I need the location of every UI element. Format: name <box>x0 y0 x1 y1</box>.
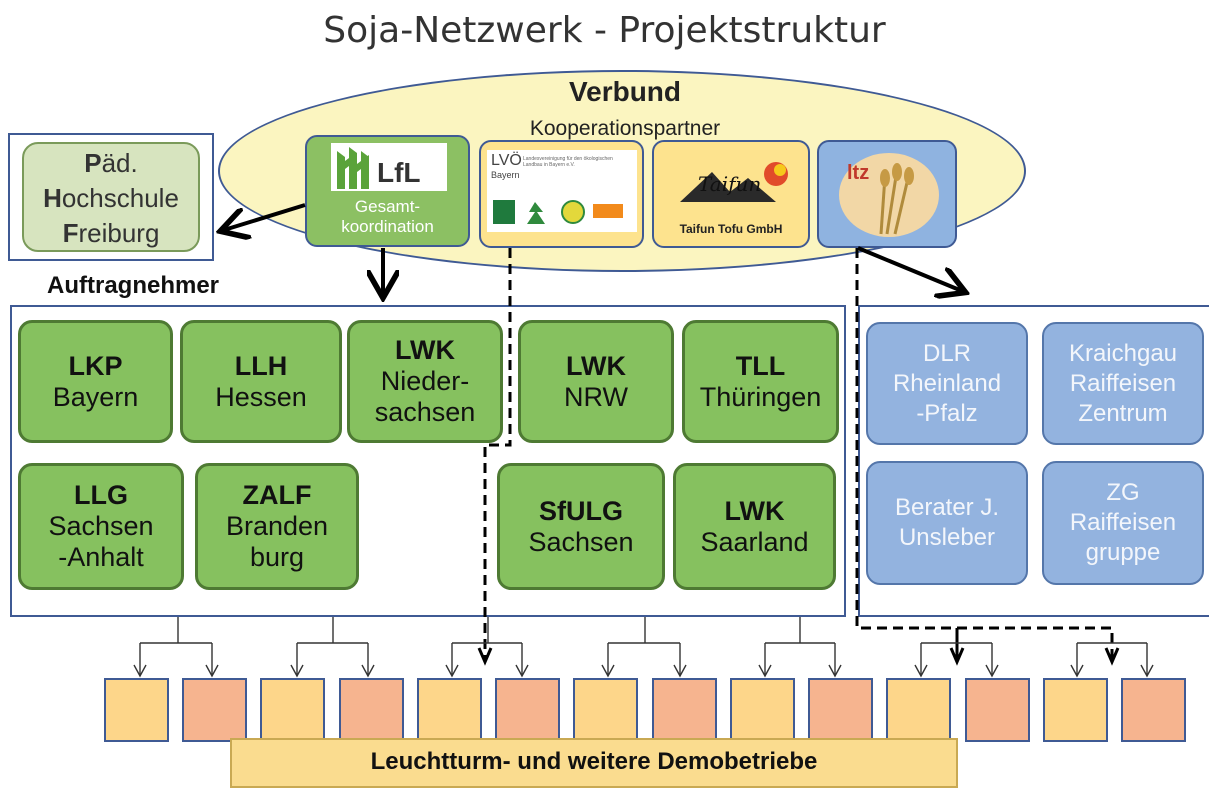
box-line: sachsen <box>374 397 476 427</box>
tree-connectors <box>133 617 1154 678</box>
demo-farm-box <box>808 678 873 742</box>
box-title: TLL <box>735 350 786 381</box>
box-title: ZALF <box>242 480 312 510</box>
box-kraichgau-raiffeisen: Kraichgau Raiffeisen Zentrum <box>1042 322 1204 445</box>
demo-farm-box <box>339 678 404 742</box>
lvo-partner-box: LVÖ Bayern Landesvereinigung für den öko… <box>479 140 644 248</box>
demo-farm-box <box>886 678 951 742</box>
lvo-small-text-1: Bayern <box>491 170 520 180</box>
box-line: Raiffeisen <box>1069 509 1177 536</box>
box-lwk-saarland: LWK Saarland <box>673 463 836 590</box>
lvo-member-logos <box>493 200 623 224</box>
demo-farm-box <box>182 678 247 742</box>
demo-farm-box <box>495 678 560 742</box>
ltz-logo-text: ltz <box>847 162 870 184</box>
paed-initial-1: P <box>84 148 102 178</box>
box-line: Berater J. <box>894 494 1000 521</box>
box-title: LLG <box>74 480 128 510</box>
box-line: Saarland <box>700 526 809 557</box>
box-llg-sachsen-anhalt: LLG Sachsen -Anhalt <box>18 463 184 590</box>
box-title: LWK <box>724 495 785 526</box>
box-zg-raiffeisen: ZG Raiffeisen gruppe <box>1042 461 1204 585</box>
taifun-caption: Taifun Tofu GmbH <box>679 222 783 236</box>
box-line: ZG <box>1106 479 1140 506</box>
box-sfulg-sachsen: SfULG Sachsen <box>497 463 665 590</box>
paed-initial-3: F <box>62 218 79 248</box>
lfl-partner-box: LfL Gesamt- koordination <box>305 135 470 247</box>
arrow-ltz-to-right-group <box>857 246 962 291</box>
dashed-line-ltz <box>855 248 1114 660</box>
taifun-logo-text: Taifun <box>698 172 762 196</box>
box-line: burg <box>249 542 305 572</box>
box-lkp-bayern: LKP Bayern <box>18 320 173 443</box>
demo-farm-box <box>417 678 482 742</box>
taifun-logo <box>680 162 788 202</box>
box-title: LWK <box>566 350 626 381</box>
demo-farm-box <box>730 678 795 742</box>
box-line: Rheinland <box>892 369 1002 397</box>
dashed-line-lvo <box>483 248 512 660</box>
paed-rest-2: ochschule <box>61 183 179 213</box>
paed-rest-3: reiburg <box>78 218 160 248</box>
auftragnehmer-label: Auftragnehmer <box>47 272 220 299</box>
demo-farm-box <box>104 678 169 742</box>
lfl-logo <box>331 143 447 191</box>
box-line: Branden <box>225 511 329 541</box>
paed-initial-2: H <box>43 183 62 213</box>
kooperationspartner-label: Kooperationspartner <box>529 117 721 140</box>
box-title: LKP <box>68 350 123 381</box>
lfl-caption-2: koordination <box>341 217 434 236</box>
box-line: Unsleber <box>898 524 996 551</box>
arrow-lfl-to-paed <box>224 203 306 230</box>
box-title: SfULG <box>539 495 623 526</box>
demo-farm-box <box>573 678 638 742</box>
box-line: Zentrum <box>1078 399 1168 427</box>
box-line: -Pfalz <box>916 399 978 427</box>
lfl-logo-text: LfL <box>377 157 421 188</box>
box-line: DLR <box>922 339 971 367</box>
box-berater-unsleber: Berater J. Unsleber <box>866 461 1028 585</box>
box-line: Nieder- <box>380 366 470 396</box>
box-line: Sachsen <box>48 511 154 541</box>
box-llh-hessen: LLH Hessen <box>180 320 342 443</box>
box-title: LLH <box>234 350 288 381</box>
paed-hochschule-box: Päd. Hochschule Freiburg <box>22 142 200 252</box>
kooperations-group <box>858 305 1209 617</box>
lfl-caption-1: Gesamt- <box>354 197 421 216</box>
diagram-title: Soja-Netzwerk - Projektstruktur <box>323 10 886 51</box>
demo-farm-box <box>652 678 717 742</box>
demo-farm-box <box>1043 678 1108 742</box>
box-line: -Anhalt <box>58 542 144 572</box>
demo-farm-box <box>1121 678 1186 742</box>
box-line: NRW <box>564 381 628 412</box>
ltz-partner-box: ltz <box>817 140 957 248</box>
box-line: gruppe <box>1085 539 1161 566</box>
auftragnehmer-group <box>10 305 846 617</box>
lvo-logo-text: LVÖ <box>491 152 522 169</box>
box-line: Hessen <box>215 381 307 412</box>
demo-farm-box <box>965 678 1030 742</box>
box-dlr-rheinland-pfalz: DLR Rheinland -Pfalz <box>866 322 1028 445</box>
lvo-small-text-2: Landesvereinigung für den ökologischen L… <box>523 156 613 168</box>
ltz-logo <box>839 153 939 237</box>
box-line: Thüringen <box>699 381 822 412</box>
box-lwk-nrw: LWK NRW <box>518 320 674 443</box>
demo-farm-box <box>260 678 325 742</box>
box-line: Bayern <box>52 381 139 412</box>
box-tll-thueringen: TLL Thüringen <box>682 320 839 443</box>
box-zalf-brandenburg: ZALF Branden burg <box>195 463 359 590</box>
demobetriebe-bar: Leuchtturm- und weitere Demobetriebe <box>230 738 958 788</box>
box-lwk-niedersachsen: LWK Nieder- sachsen <box>347 320 503 443</box>
paed-rest-1: äd. <box>101 148 138 178</box>
box-title: LWK <box>395 335 455 365</box>
taifun-partner-box: Taifun Taifun Tofu GmbH <box>652 140 810 248</box>
verbund-label: Verbund <box>568 76 681 107</box>
box-line: Sachsen <box>528 526 634 557</box>
box-line: Kraichgau <box>1068 339 1178 367</box>
box-line: Raiffeisen <box>1069 369 1177 397</box>
